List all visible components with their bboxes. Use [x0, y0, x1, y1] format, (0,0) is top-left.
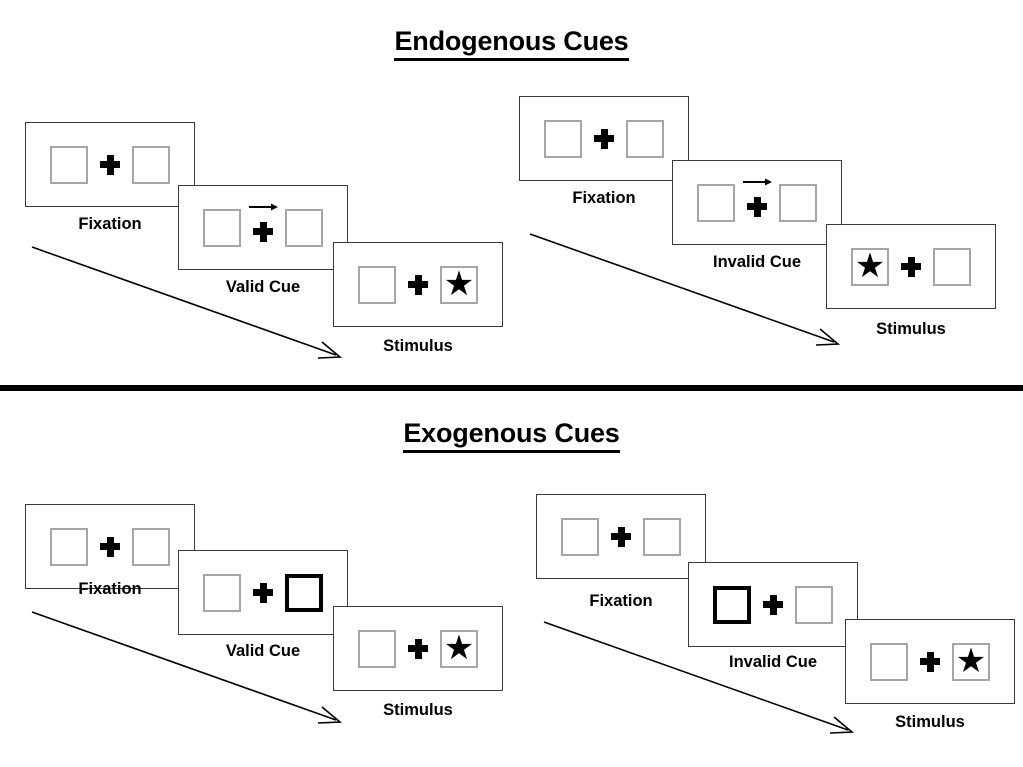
right-box: ★: [779, 183, 817, 222]
panel-label-exo-invalid-stimulus: Stimulus: [895, 713, 965, 731]
fixation-cross-icon: [408, 274, 428, 295]
right-box: ★: [440, 628, 478, 668]
right-box: ★: [132, 145, 170, 184]
fixation-area: [908, 636, 952, 688]
panel-content: ★ ★: [334, 607, 502, 690]
panel-label-endo-invalid-cue: Invalid Cue: [712, 253, 802, 271]
time-arrow-endogenous-valid: [31, 246, 343, 359]
left-box: ★: [561, 517, 599, 556]
panel-label-exo-invalid-cue: Invalid Cue: [728, 653, 818, 671]
panel-endo-invalid-fixation: ★ ★: [519, 96, 689, 181]
left-box: ★: [870, 642, 908, 681]
star-icon: ★: [443, 264, 475, 303]
fixation-area: [396, 259, 440, 311]
panel-label-endo-invalid-stimulus: Stimulus: [876, 320, 946, 338]
right-box: ★: [440, 264, 478, 304]
fixation-area: [241, 567, 285, 619]
section-title-endogenous: Endogenous Cues: [0, 26, 1023, 61]
fixation-cross-icon: [408, 638, 428, 659]
panel-endo-invalid-stimulus: ★ ★: [826, 224, 996, 309]
left-box: ★: [50, 145, 88, 184]
cue-arrow-right-icon: [249, 203, 278, 210]
star-icon: ★: [955, 641, 987, 680]
panel-content: ★ ★: [689, 563, 857, 646]
fixation-area: [88, 139, 132, 191]
fixation-area: [599, 511, 643, 563]
fixation-cross-icon: [100, 536, 120, 557]
left-box-cued: ★: [713, 585, 751, 624]
panel-content: ★ ★: [827, 225, 995, 308]
panel-exo-valid-stimulus: ★ ★: [333, 606, 503, 691]
panel-content: ★ ★: [334, 243, 502, 326]
time-arrow-exogenous-invalid: [543, 621, 855, 734]
fixation-cross-icon: [594, 128, 614, 149]
fixation-area: [735, 177, 779, 229]
panel-exo-valid-cue: ★ ★: [178, 550, 348, 635]
left-box: ★: [50, 527, 88, 566]
time-arrow-exogenous-valid: [31, 611, 343, 724]
panel-exo-invalid-cue: ★ ★: [688, 562, 858, 647]
fixation-cross-icon: [901, 256, 921, 277]
panel-endo-valid-fixation: ★ ★: [25, 122, 195, 207]
fixation-cross-icon: [253, 582, 273, 603]
panel-exo-invalid-fixation: ★ ★: [536, 494, 706, 579]
panel-endo-invalid-cue: ★ ★: [672, 160, 842, 245]
panel-label-exo-valid-fixation: Fixation: [78, 580, 142, 598]
right-box: ★: [643, 517, 681, 556]
star-icon: ★: [854, 246, 886, 285]
fixation-area: [751, 579, 795, 631]
left-box: ★: [544, 119, 582, 158]
right-box: ★: [626, 119, 664, 158]
panel-endo-valid-cue: ★ ★: [178, 185, 348, 270]
fixation-cross-icon: [920, 651, 940, 672]
star-icon: ★: [443, 628, 475, 667]
panel-label-endo-invalid-fixation: Fixation: [572, 189, 636, 207]
panel-label-exo-invalid-fixation: Fixation: [589, 592, 653, 610]
right-box: ★: [795, 585, 833, 624]
right-box: ★: [952, 641, 990, 681]
section-title-exogenous-text: Exogenous Cues: [403, 418, 620, 453]
panel-content: ★ ★: [846, 620, 1014, 703]
fixation-area: [582, 113, 626, 165]
panel-label-exo-valid-stimulus: Stimulus: [383, 701, 453, 719]
panel-content: ★ ★: [179, 551, 347, 634]
left-box: ★: [358, 265, 396, 304]
right-box: ★: [933, 247, 971, 286]
panel-content: ★ ★: [673, 161, 841, 244]
panel-label-endo-valid-stimulus: Stimulus: [383, 337, 453, 355]
panel-content: ★ ★: [179, 186, 347, 269]
right-box-cued: ★: [285, 573, 323, 612]
right-box: ★: [132, 527, 170, 566]
panel-label-exo-valid-cue: Valid Cue: [225, 642, 301, 660]
section-divider: [0, 385, 1023, 391]
panel-endo-valid-stimulus: ★ ★: [333, 242, 503, 327]
left-box: ★: [358, 629, 396, 668]
left-box: ★: [203, 573, 241, 612]
section-title-exogenous: Exogenous Cues: [0, 418, 1023, 453]
panel-label-endo-valid-fixation: Fixation: [78, 215, 142, 233]
left-box: ★: [203, 208, 241, 247]
fixation-cross-icon: [763, 594, 783, 615]
panel-content: ★ ★: [520, 97, 688, 180]
panel-content: ★ ★: [26, 123, 194, 206]
fixation-area: [88, 521, 132, 573]
fixation-area: [396, 623, 440, 675]
panel-content: ★ ★: [537, 495, 705, 578]
fixation-area: [889, 241, 933, 293]
fixation-cross-icon: [611, 526, 631, 547]
cue-arrow-right-icon: [743, 178, 772, 185]
fixation-cross-icon: [100, 154, 120, 175]
fixation-area: [241, 202, 285, 254]
right-box: ★: [285, 208, 323, 247]
panel-exo-valid-fixation: ★ ★: [25, 504, 195, 589]
left-box: ★: [697, 183, 735, 222]
left-box: ★: [851, 246, 889, 286]
fixation-cross-icon: [747, 196, 767, 217]
panel-label-endo-valid-cue: Valid Cue: [225, 278, 301, 296]
panel-content: ★ ★: [26, 505, 194, 588]
section-title-endogenous-text: Endogenous Cues: [394, 26, 629, 61]
fixation-cross-icon: [253, 221, 273, 242]
panel-exo-invalid-stimulus: ★ ★: [845, 619, 1015, 704]
time-arrow-endogenous-invalid: [529, 233, 841, 346]
